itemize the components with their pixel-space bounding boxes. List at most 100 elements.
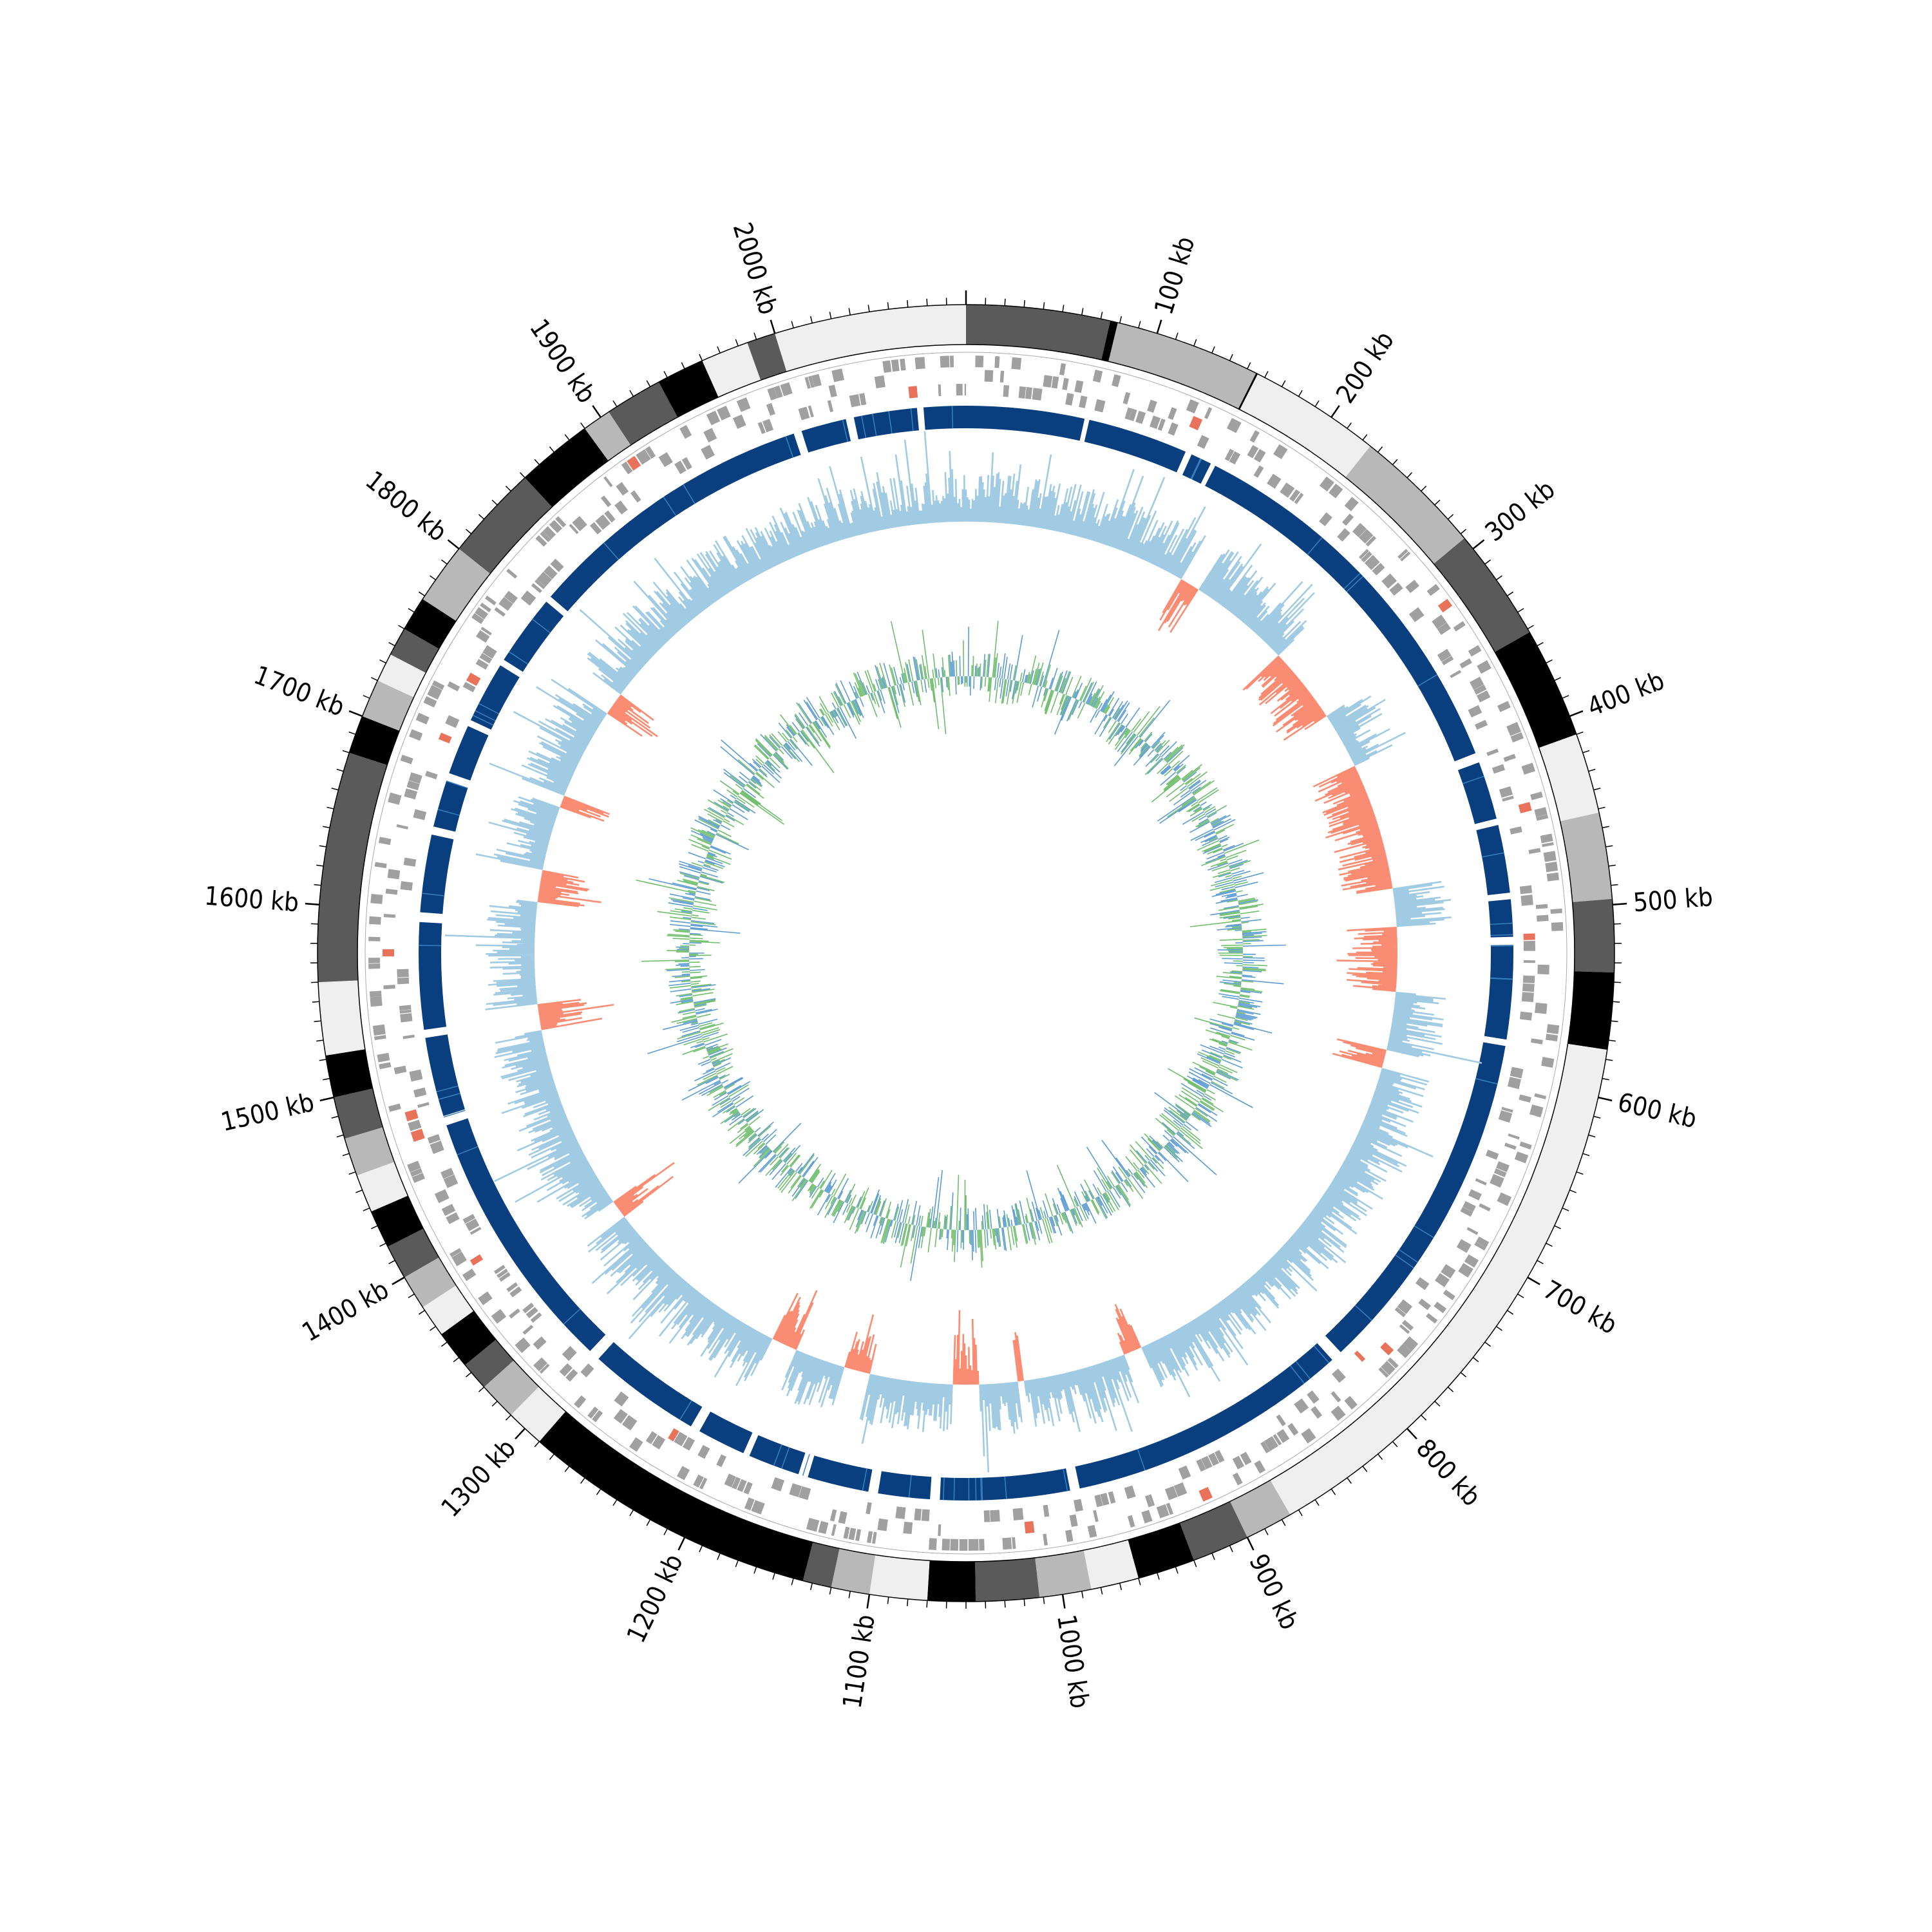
minor-tick [1447, 1387, 1454, 1392]
contig-segment [1083, 1539, 1139, 1590]
gene-feature [535, 579, 545, 589]
major-tick [1406, 1428, 1417, 1440]
gene-feature [1178, 1465, 1191, 1480]
gene-feature [494, 607, 506, 617]
gene-feature [627, 455, 641, 471]
contig-segment [459, 477, 553, 574]
gene-feature [587, 1406, 599, 1419]
contig-segment [349, 716, 400, 765]
minor-tick [1247, 362, 1251, 370]
gene-feature [1168, 422, 1179, 436]
gene-feature [535, 535, 547, 547]
annotation-block [699, 1411, 753, 1454]
minor-tick [810, 1583, 813, 1591]
contig-segment [465, 1340, 514, 1387]
contig-segment [422, 549, 491, 621]
contig-segment [1180, 1501, 1247, 1560]
gene-feature [829, 1509, 837, 1522]
gene-feature [773, 385, 783, 399]
annotation-mark [842, 419, 849, 442]
gene-feature [636, 449, 651, 465]
annotation-mark [781, 1447, 790, 1469]
gene-feature [531, 583, 542, 593]
annotation-mark [1191, 459, 1202, 480]
minor-tick [1447, 514, 1454, 520]
gene-feature [413, 809, 427, 820]
gene-feature [1468, 705, 1482, 718]
gene-feature [757, 422, 766, 435]
tick-label: 1700 kb [250, 660, 348, 722]
gene-feature [465, 1218, 480, 1231]
gene-feature [1535, 1003, 1548, 1014]
gene-feature [397, 969, 409, 978]
gene-feature [676, 1466, 690, 1481]
gene-feature [1441, 1264, 1456, 1279]
gene-feature [744, 1497, 755, 1511]
minor-tick [887, 302, 889, 310]
contig-segment [585, 412, 631, 461]
tick-label: 400 kb [1584, 666, 1669, 723]
minor-tick [612, 400, 618, 407]
gene-feature [377, 1052, 390, 1063]
gene-feature [614, 500, 628, 515]
minor-tick [753, 1566, 757, 1574]
feature-track-border [365, 352, 1567, 1555]
annotation-block [1457, 762, 1497, 824]
gene-feature [848, 1528, 857, 1540]
annotation-block [550, 433, 801, 612]
minor-tick [1100, 312, 1103, 319]
annotation-mark [1343, 573, 1361, 589]
contig-segment [802, 1542, 840, 1587]
gene-feature [1434, 1302, 1447, 1314]
minor-tick [534, 1441, 540, 1448]
gene-feature [959, 1539, 968, 1551]
gene-feature [404, 788, 418, 800]
major-tick [319, 1096, 334, 1102]
gene-feature [543, 526, 556, 540]
gene-feature [866, 1502, 872, 1515]
gene-feature [1065, 393, 1074, 406]
minor-tick [753, 332, 757, 340]
tick-label: 1800 kb [360, 466, 452, 547]
minor-tick [772, 1573, 775, 1580]
annotation-mark [1004, 1476, 1007, 1499]
gene-feature [498, 596, 513, 611]
gene-feature [1062, 377, 1069, 390]
gene-feature [1024, 1520, 1035, 1534]
gene-feature [1405, 580, 1419, 593]
minor-tick [520, 472, 526, 478]
gene-feature [589, 522, 602, 535]
gene-feature [1504, 1142, 1517, 1150]
gene-feature [1150, 415, 1161, 430]
minor-tick [1576, 1171, 1584, 1175]
minor-tick [1264, 371, 1269, 378]
minor-tick [1554, 1225, 1562, 1229]
gene-feature [1232, 1472, 1243, 1486]
minor-tick [1460, 1372, 1467, 1378]
gene-feature [1148, 1494, 1155, 1506]
gene-feature [1496, 1161, 1510, 1173]
annotation-block [598, 1342, 703, 1426]
minor-tick [1598, 806, 1605, 810]
gene-feature [374, 862, 387, 869]
minor-tick [1100, 1587, 1103, 1595]
major-tick [1156, 319, 1162, 334]
gene-feature [1437, 649, 1452, 662]
minor-tick [355, 1189, 363, 1193]
gene-feature [417, 1102, 430, 1108]
gene-feature [762, 419, 774, 433]
annotation-block [1205, 466, 1476, 762]
annotation-mark [1490, 978, 1513, 980]
tick-label: 1400 kb [298, 1275, 394, 1348]
minor-tick [564, 1466, 570, 1472]
minor-tick [534, 459, 540, 466]
annotation-mark [861, 415, 867, 439]
gene-feature [415, 712, 430, 724]
gene-feature [1437, 622, 1451, 635]
gene-feature [1157, 418, 1166, 431]
gene-feature [1492, 764, 1505, 774]
gene-feature [950, 1539, 959, 1551]
minor-tick [1613, 1001, 1620, 1003]
gene-feature [368, 963, 381, 969]
gene-feature [1344, 497, 1359, 511]
